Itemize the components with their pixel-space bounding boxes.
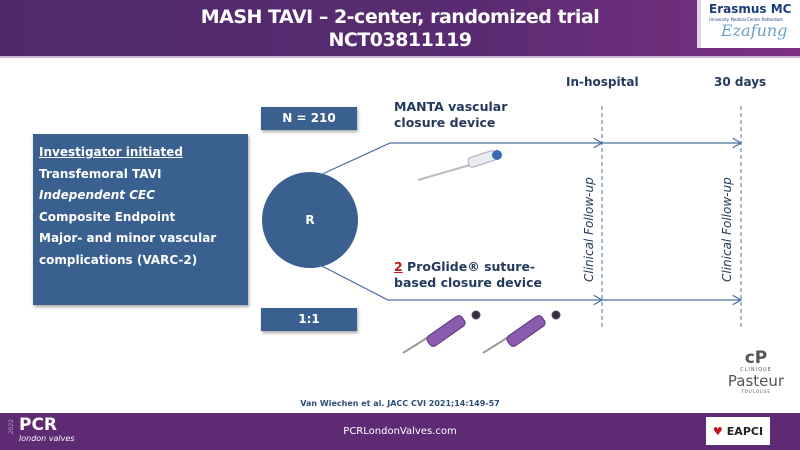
footer-bar bbox=[0, 413, 800, 450]
title-line1: MASH TAVI – 2-center, randomized trial bbox=[200, 6, 600, 28]
info-item: Composite Endpoint bbox=[39, 209, 176, 224]
randomization-circle: R bbox=[262, 172, 358, 268]
footer-url[interactable]: PCRLondonValves.com bbox=[343, 426, 457, 437]
manta-device-image bbox=[417, 150, 502, 181]
lower-arm-line bbox=[317, 263, 602, 300]
proglide-line1: ProGlide® suture- bbox=[402, 259, 536, 274]
pcr-text: PCR bbox=[19, 415, 58, 435]
citation: Van Wiechen et al. JACC CVI 2021;14:149-… bbox=[300, 399, 500, 408]
sample-size-box: N = 210 bbox=[261, 107, 357, 130]
title-line2: NCT03811119 bbox=[328, 29, 472, 51]
pasteur-name: Pasteur bbox=[727, 372, 785, 390]
erasmus-subtitle: University Medical Center Rotterdam bbox=[709, 17, 783, 22]
proglide-line2: based closure device bbox=[394, 275, 542, 290]
info-item: Investigator initiated bbox=[39, 145, 183, 159]
pasteur-top: CLINIQUE bbox=[740, 367, 772, 373]
info-item: Independent CEC bbox=[39, 188, 156, 202]
pasteur-mark: cP bbox=[744, 348, 768, 368]
info-item: Major- and minor vascular bbox=[39, 231, 217, 245]
pasteur-city: TOULOUSE bbox=[741, 389, 771, 394]
erasmus-signature: Ezafung bbox=[721, 21, 788, 40]
header-bar bbox=[0, 0, 800, 58]
slide-title: MASH TAVI – 2-center, randomized trial N… bbox=[0, 6, 800, 52]
followup-label-inhospital: Clinical Follow-up bbox=[582, 177, 596, 282]
proglide-count: 2 bbox=[394, 259, 403, 274]
proglide-arm-label: 2 ProGlide® suture- based closure device bbox=[394, 259, 542, 291]
clinique-pasteur-logo: cP CLINIQUE Pasteur TOULOUSE bbox=[720, 348, 792, 395]
pcr-subtitle: london valves bbox=[19, 434, 75, 443]
info-item: complications (VARC-2) bbox=[39, 252, 198, 267]
info-item: Transfemoral TAVI bbox=[39, 166, 162, 181]
eapci-text: EAPCI bbox=[726, 424, 764, 438]
manta-line1: MANTA vascular bbox=[394, 99, 508, 114]
trial-info-box: Investigator initiated Transfemoral TAVI… bbox=[33, 134, 248, 305]
eapci-logo: ♥EAPCI bbox=[706, 417, 770, 445]
timepoint-inhospital: In-hospital bbox=[566, 75, 639, 89]
heart-icon: ♥ bbox=[712, 424, 723, 438]
proglide-device-image bbox=[402, 310, 561, 354]
upper-arm-line bbox=[317, 143, 602, 177]
erasmus-mc-logo: Erasmus MC University Medical Center Rot… bbox=[697, 0, 800, 48]
erasmus-name: Erasmus MC bbox=[709, 2, 792, 16]
manta-line2: closure device bbox=[394, 115, 496, 130]
ratio-box: 1:1 bbox=[261, 308, 357, 331]
followup-label-30days: Clinical Follow-up bbox=[720, 177, 734, 282]
randomization-label: R bbox=[305, 213, 315, 227]
manta-arm-label: MANTA vascular closure device bbox=[394, 99, 507, 131]
timepoint-30days: 30 days bbox=[714, 75, 767, 89]
